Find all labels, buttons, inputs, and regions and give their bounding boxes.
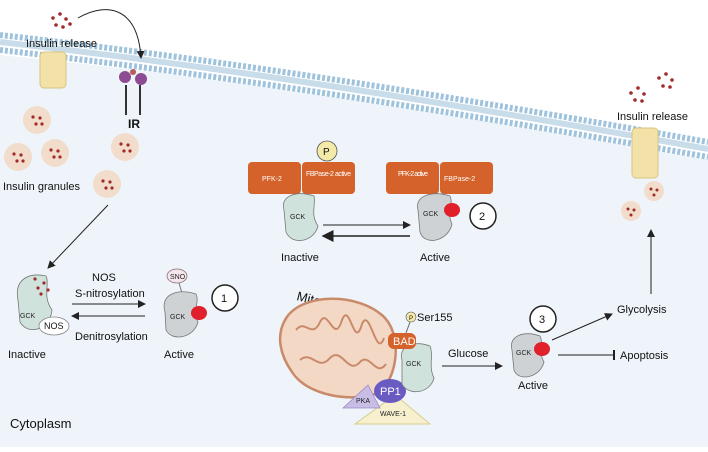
insulin-granules-label: Insulin granules (3, 181, 81, 193)
arrow-granules-to-gck (47, 204, 109, 269)
inactive-2-label: Inactive (281, 252, 319, 264)
pp1-label: PP1 (380, 386, 401, 398)
step-3-circle (529, 305, 557, 333)
fbpase2-box-1 (302, 162, 355, 194)
sno-badge (166, 268, 188, 284)
insulin-granules (4, 106, 139, 198)
cytoplasm-label: Cytoplasm (10, 416, 71, 431)
step-2-circle (469, 202, 497, 230)
insulin-cloud-right (629, 72, 674, 103)
fbpase2-box-2 (440, 162, 493, 194)
fbpase2-2-label: FBPase-2 (444, 176, 475, 183)
mitochondrion-icon (278, 297, 397, 399)
active-1-label: Active (164, 349, 194, 361)
granule (111, 133, 139, 161)
gck-label: GCK (516, 350, 532, 357)
insulin-cloud-left (51, 12, 72, 29)
step-3-label: 3 (539, 314, 545, 326)
phospho-p-small (405, 311, 417, 323)
gck-label: GCK (290, 214, 306, 221)
pfk2-active-2-label: PFK-2 active (398, 171, 428, 178)
gck-label: GCK (20, 313, 36, 320)
phospho-p-circle (316, 140, 338, 162)
exocytosis-granules (621, 181, 664, 221)
pp1-shape (374, 379, 406, 403)
bad-label: BAD (393, 336, 416, 348)
insulin-channel-left (39, 51, 67, 89)
gck-inactive-2 (283, 193, 319, 241)
pka-label: PKA (356, 398, 370, 405)
insulin-release-left-label: Insulin release (26, 38, 97, 50)
fbpase2-active-1-label: FBPase-2 active (306, 171, 351, 178)
step-2-label: 2 (479, 211, 485, 223)
denitrosylation-label: Denitrosylation (75, 331, 148, 343)
insulin-receptor-icon (119, 69, 147, 115)
step-1-label: 1 (221, 293, 227, 305)
bad-box (388, 333, 416, 349)
active-site-red-3 (534, 342, 550, 356)
gck-label: GCK (423, 211, 439, 218)
ser155-label: Ser155 (417, 312, 452, 324)
nos-inner-label: NOS (44, 321, 64, 331)
active-site-red-2 (444, 203, 460, 217)
wave1-label: WAVE-1 (380, 411, 406, 418)
arrow-insulin-to-ir (77, 9, 145, 59)
granule (93, 170, 121, 198)
nos-badge (38, 316, 70, 336)
gck-active-sno: SNO GCK (163, 268, 207, 338)
granule (23, 106, 51, 134)
active-site-red (191, 306, 207, 320)
gck-label: GCK (406, 361, 422, 368)
granule (41, 139, 69, 167)
sno-label: SNO (170, 274, 186, 281)
glucose-label: Glucose (448, 348, 488, 360)
glycolysis-label: Glycolysis (617, 304, 667, 316)
insulin-release-right-label: Insulin release (617, 111, 688, 123)
apoptosis-label: Apoptosis (620, 350, 669, 362)
nos-top-label: NOS (92, 272, 116, 284)
insulin-channel-right (631, 127, 659, 179)
cell-membrane (0, 32, 708, 160)
inactive-1-label: Inactive (8, 349, 46, 361)
gck-label: GCK (170, 314, 186, 321)
pfk2-active-box-2 (386, 162, 439, 194)
ir-label: IR (128, 117, 140, 131)
step-1-circle (211, 284, 239, 312)
granule (4, 143, 32, 171)
pka-shape (341, 384, 381, 409)
wave1-shape (353, 394, 432, 425)
pfk2-box-1 (248, 162, 301, 194)
arrow-to-glycolysis (551, 313, 613, 341)
active-3-label: Active (518, 380, 548, 392)
p-small-label: P (409, 316, 413, 322)
s-nitrosylation-label: S-nitrosylation (75, 288, 145, 300)
pfk2-1-label: PFK-2 (262, 176, 282, 183)
active-2-label: Active (420, 252, 450, 264)
p-label: P (323, 147, 330, 158)
gck-inactive-nos: GCK NOS (16, 274, 70, 336)
